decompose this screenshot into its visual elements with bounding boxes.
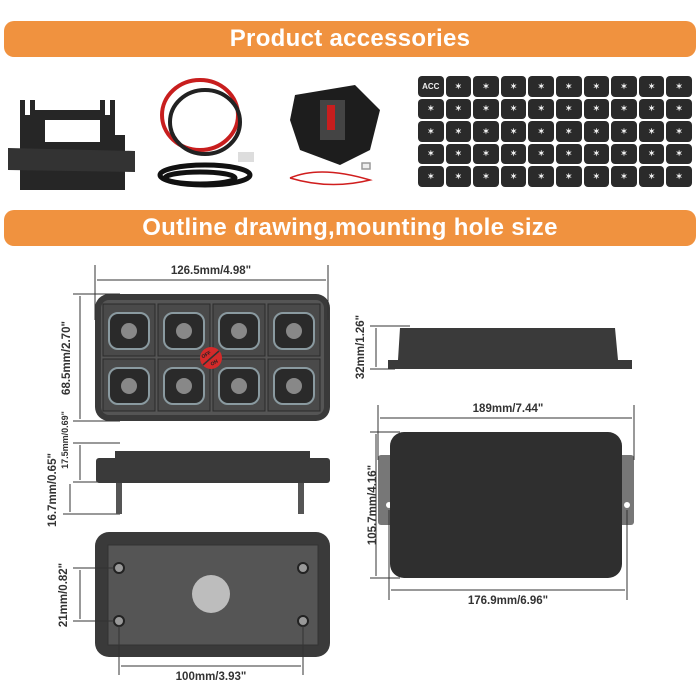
sticker-icon: ✶ <box>528 143 554 164</box>
sticker-icon: ✶ <box>500 76 527 97</box>
height-label: 68.5mm/2.70" <box>61 321 73 395</box>
sticker-icon: ✶ <box>611 76 637 97</box>
sticker-icon: ✶ <box>666 76 692 97</box>
sticker-icon: ✶ <box>638 143 665 164</box>
wiring-harness <box>157 152 254 188</box>
circuit-breaker <box>290 85 380 165</box>
sticker-icon: ✶ <box>528 98 554 119</box>
sticker-icon: ✶ <box>666 121 692 142</box>
switch-lens <box>121 378 137 394</box>
bottom-view-dimension-lines <box>73 567 304 675</box>
sticker-icon: ✶ <box>418 166 444 187</box>
sticker-icon: ✶ <box>611 166 637 187</box>
sticker-icon: ✶ <box>418 143 444 164</box>
controller-bottom-view <box>95 532 330 657</box>
controller-side-view <box>96 451 330 514</box>
relay-box-dimension-lines <box>370 405 635 600</box>
switch-lens <box>176 323 192 339</box>
sticker-icon: ✶ <box>638 166 665 187</box>
sticker-icon: ✶ <box>583 166 610 187</box>
sticker-icon: ACC <box>418 76 444 97</box>
product-accessories-banner: Product accessories <box>4 21 696 57</box>
sticker-icon: ✶ <box>528 76 554 97</box>
hole-vertical-label: 21mm/0.82" <box>58 563 70 627</box>
sticker-icon: ✶ <box>611 143 637 164</box>
sticker-icon: ✶ <box>445 76 472 97</box>
sticker-icon: ✶ <box>445 98 472 119</box>
sticker-icon: ✶ <box>555 143 582 164</box>
mounting-bracket <box>8 100 135 190</box>
switch-lens <box>286 378 302 394</box>
sticker-icon: ✶ <box>638 121 665 142</box>
sticker-icon: ✶ <box>500 166 527 187</box>
sticker-icon: ✶ <box>555 98 582 119</box>
on-label: ON <box>210 358 220 367</box>
relay-box-side-dimension-lines <box>370 325 410 370</box>
sticker-icon: ✶ <box>555 121 582 142</box>
sticker-icon: ✶ <box>473 98 499 119</box>
switch-lens <box>286 323 302 339</box>
box-width-label: 189mm/7.44" <box>473 403 544 415</box>
sticker-icon: ✶ <box>611 121 637 142</box>
box-depth-label: 105.7mm/4.16" <box>367 465 379 545</box>
switch-lens <box>121 323 137 339</box>
sticker-icon: ✶ <box>611 98 637 119</box>
icon-sticker-sheet: ACC✶✶✶✶✶✶✶✶✶✶✶✶✶✶✶✶✶✶✶✶✶✶✶✶✶✶✶✶✶✶✶✶✶✶✶✶✶… <box>418 76 696 187</box>
relay-box-top-view <box>378 432 634 578</box>
sticker-icon: ✶ <box>666 143 692 164</box>
sticker-icon: ✶ <box>473 143 499 164</box>
sticker-icon: ✶ <box>666 166 692 187</box>
sticker-icon: ✶ <box>583 121 610 142</box>
sticker-icon: ✶ <box>473 121 499 142</box>
sticker-icon: ✶ <box>638 76 665 97</box>
sticker-icon: ✶ <box>583 76 610 97</box>
red-wire-connector <box>289 162 373 186</box>
sticker-icon: ✶ <box>555 166 582 187</box>
sticker-icon: ✶ <box>445 121 472 142</box>
controller-top-view: OFF ON <box>95 294 330 421</box>
sticker-icon: ✶ <box>583 98 610 119</box>
stud-length-label: 16.7mm/0.65" <box>47 453 59 527</box>
sticker-icon: ✶ <box>500 121 527 142</box>
outline-drawing-banner: Outline drawing,mounting hole size <box>4 210 696 246</box>
sticker-icon: ✶ <box>666 98 692 119</box>
sticker-icon: ✶ <box>528 166 554 187</box>
sticker-icon: ✶ <box>583 143 610 164</box>
box-hole-span-label: 176.9mm/6.96" <box>468 595 548 607</box>
sticker-icon: ✶ <box>473 166 499 187</box>
off-label: OFF <box>201 350 213 360</box>
box-height-label: 32mm/1.26" <box>355 315 367 379</box>
relay-box-side-view <box>388 328 632 369</box>
sticker-icon: ✶ <box>500 143 527 164</box>
sticker-icon: ✶ <box>500 98 527 119</box>
sticker-icon: ✶ <box>418 121 444 142</box>
sticker-icon: ✶ <box>555 76 582 97</box>
width-label: 126.5mm/4.98" <box>171 265 251 277</box>
sticker-icon: ✶ <box>638 98 665 119</box>
sticker-icon: ✶ <box>445 166 472 187</box>
sticker-icon: ✶ <box>418 98 444 119</box>
switch-lens <box>176 378 192 394</box>
switch-lens <box>231 378 247 394</box>
power-cable <box>160 78 242 156</box>
top-view-dimension-lines <box>63 265 329 515</box>
sticker-icon: ✶ <box>528 121 554 142</box>
hole-horizontal-label: 100mm/3.93" <box>176 671 247 683</box>
sticker-icon: ✶ <box>473 76 499 97</box>
sticker-icon: ✶ <box>445 143 472 164</box>
switch-lens <box>231 323 247 339</box>
depth-label: 17.5mm/0.69" <box>60 411 70 469</box>
